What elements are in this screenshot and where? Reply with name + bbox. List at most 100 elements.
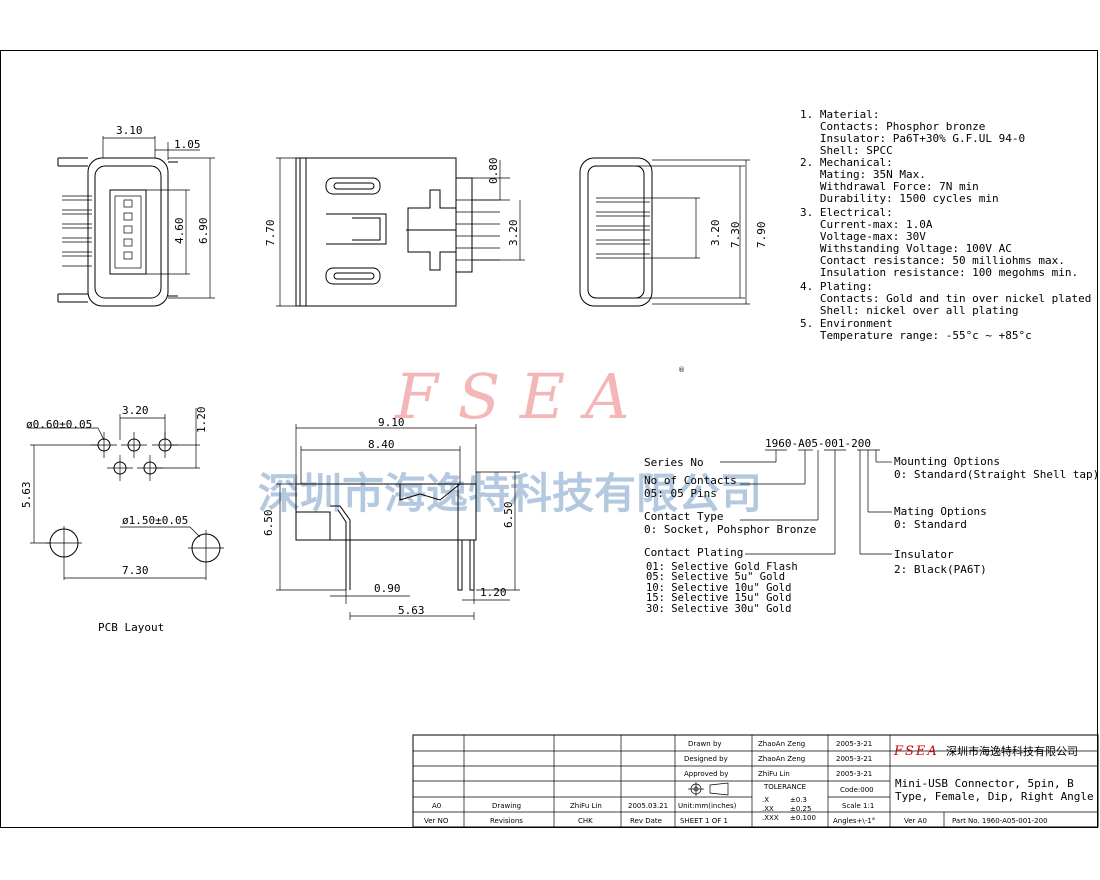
row-chk-name: ZhiFu Lin [570, 802, 602, 810]
pcb-layout-label: PCB Layout [98, 621, 164, 634]
spec-line: Withstanding Voltage: 100V AC [800, 242, 1012, 255]
spec-line: Durability: 1500 cycles min [800, 192, 999, 205]
units: Unit:mm(inches) [678, 802, 737, 810]
part-code: 1960-A05-001-200 [765, 437, 871, 450]
dim-pcb-height: 5.63 [20, 482, 33, 509]
dim-top-height: 7.70 [264, 220, 277, 247]
designed-name: ZhaoAn Zeng [758, 755, 805, 763]
company-logo: FSEA [893, 744, 939, 759]
plating-option: 05: Selective 5u" Gold [646, 571, 785, 583]
plating-option: 10: Selective 10u" Gold [646, 582, 791, 594]
dim-rear-a: 3.20 [709, 220, 722, 247]
spec-line: Current-max: 1.0A [800, 218, 933, 231]
dim-pcb-width: 7.30 [122, 564, 149, 577]
spec-line: 5. Environment [800, 317, 893, 330]
dim-side-w2: 8.40 [368, 438, 395, 451]
mounting-value: 0: Standard(Straight Shell tap) [894, 468, 1099, 481]
series-label: Series No [644, 456, 704, 469]
pcb-layout: 3.20 ø0.60±0.05 1.20 5.63 ø1.50±0.05 7.3… [20, 404, 224, 634]
tol-x: .X [762, 796, 769, 804]
plating-title: Contact Plating [644, 546, 743, 559]
spec-line: Insulation resistance: 100 megohms min. [800, 266, 1078, 279]
title-block: Drawn by ZhaoAn Zeng 2005-3-21 Designed … [412, 734, 1099, 828]
dim-top-a: 0.80 [487, 158, 500, 185]
dim-pcb-pitch: 3.20 [122, 404, 149, 417]
designed-label: Designed by [684, 755, 728, 763]
front-view: 3.10 1.05 4.60 6.90 [57, 124, 215, 307]
dim-front-gap: 1.05 [174, 138, 201, 151]
watermark-logo: F S E A [394, 360, 630, 433]
type-value: 0: Socket, Pohsphor Bronze [644, 523, 816, 536]
rear-view: 3.20 7.30 7.90 [579, 157, 768, 307]
top-view: 7.70 0.80 3.20 [264, 157, 525, 307]
dim-side-h2: 6.50 [502, 502, 515, 529]
specifications: 1. Material: Contacts: Phosphor bronze I… [800, 108, 1091, 342]
spec-line: 2. Mechanical: [800, 156, 893, 169]
spec-line: Shell: SPCC [800, 144, 893, 157]
dim-top-b: 3.20 [507, 220, 520, 247]
dim-side-w1: 9.10 [378, 416, 405, 429]
tol-xx: .XX [762, 805, 774, 813]
dim-side-b: 1.20 [480, 586, 507, 599]
drawing-title-2: Type, Female, Dip, Right Angle [895, 790, 1094, 803]
spec-line: Contacts: Phosphor bronze [800, 120, 985, 133]
spec-line: Contacts: Gold and tin over nickel plate… [800, 292, 1091, 305]
angles: Angles+\-1° [833, 817, 875, 825]
spec-line: Shell: nickel over all plating [800, 304, 1019, 317]
spec-line: Insulator: Pa6T+30% G.F.UL 94-0 [800, 132, 1025, 145]
plating-option: 30: Selective 30u" Gold [646, 603, 791, 615]
dim-side-h: 6.50 [262, 510, 275, 537]
row-drawing: Drawing [492, 802, 521, 810]
spec-line: 3. Electrical: [800, 206, 893, 219]
watermark-company: 深圳市海逸特科技有限公司 [258, 469, 762, 518]
plating-option: 15: Selective 15u" Gold [646, 592, 791, 604]
mating-value: 0: Standard [894, 518, 967, 531]
dim-pcb-hole: ø0.60±0.05 [26, 418, 92, 431]
row-date: 2005.03.21 [628, 802, 668, 810]
sheet: SHEET 1 OF 1 [680, 817, 728, 825]
drawn-label: Drawn by [688, 740, 722, 748]
approved-label: Approved by [684, 770, 728, 778]
spec-line: Temperature range: -55°c ~ +85°c [800, 329, 1032, 342]
mounting-title: Mounting Options [894, 455, 1000, 468]
scale: Scale 1:1 [842, 802, 874, 810]
spec-line: Mating: 35N Max. [800, 168, 926, 181]
spec-line: 1. Material: [800, 108, 879, 121]
type-title: Contact Type [644, 510, 723, 523]
side-view: 9.10 8.40 6.50 6.50 0.90 1.20 5.63 [262, 416, 520, 620]
approved-date: 2005-3-21 [836, 770, 872, 778]
designed-date: 2005-3-21 [836, 755, 872, 763]
dim-front-width: 3.10 [116, 124, 143, 137]
approved-name: ZhiFu Lin [758, 770, 790, 778]
projection-symbol-icon [688, 782, 729, 796]
contacts-value: 05: 05 Pins [644, 487, 717, 500]
dim-rear-b: 7.30 [729, 222, 742, 249]
mating-title: Mating Options [894, 505, 987, 518]
dim-side-a: 0.90 [374, 582, 401, 595]
dim-front-h2: 6.90 [197, 218, 210, 245]
row-version: A0 [432, 802, 441, 810]
header-revisions: Revisions [490, 817, 523, 825]
part-code-legend: 1960-A05-001-200 Series No No of Contact… [644, 437, 1099, 615]
dim-side-c: 5.63 [398, 604, 425, 617]
insulator-value: 2: Black(PA6T) [894, 563, 987, 576]
tol-xx-value: ±0.25 [790, 805, 811, 813]
contacts-title: No of Contacts [644, 474, 737, 487]
code: Code:000 [840, 786, 874, 794]
part-number: Part No. 1960-A05-001-200 [952, 817, 1048, 825]
drawn-date: 2005-3-21 [836, 740, 872, 748]
spec-line: Contact resistance: 50 milliohms max. [800, 254, 1065, 267]
plating-option: 01: Selective Gold Flash [646, 561, 798, 573]
dim-pcb-big-hole: ø1.50±0.05 [122, 514, 188, 527]
header-version: Ver NO [424, 817, 449, 825]
header-chk: CHK [578, 817, 593, 825]
insulator-title: Insulator [894, 548, 954, 561]
spec-line: Withdrawal Force: 7N min [800, 180, 979, 193]
tol-xxx: .XXX [762, 814, 779, 822]
watermark-registered: ® [678, 366, 685, 374]
company-name: 深圳市海逸特科技有限公司 [946, 744, 1078, 758]
spec-line: 4. Plating: [800, 280, 873, 293]
drawing-title: Mini-USB Connector, 5pin, B [895, 777, 1074, 790]
tolerance-title: TOLERANCE [763, 783, 806, 791]
dim-pcb-row: 1.20 [195, 407, 208, 434]
